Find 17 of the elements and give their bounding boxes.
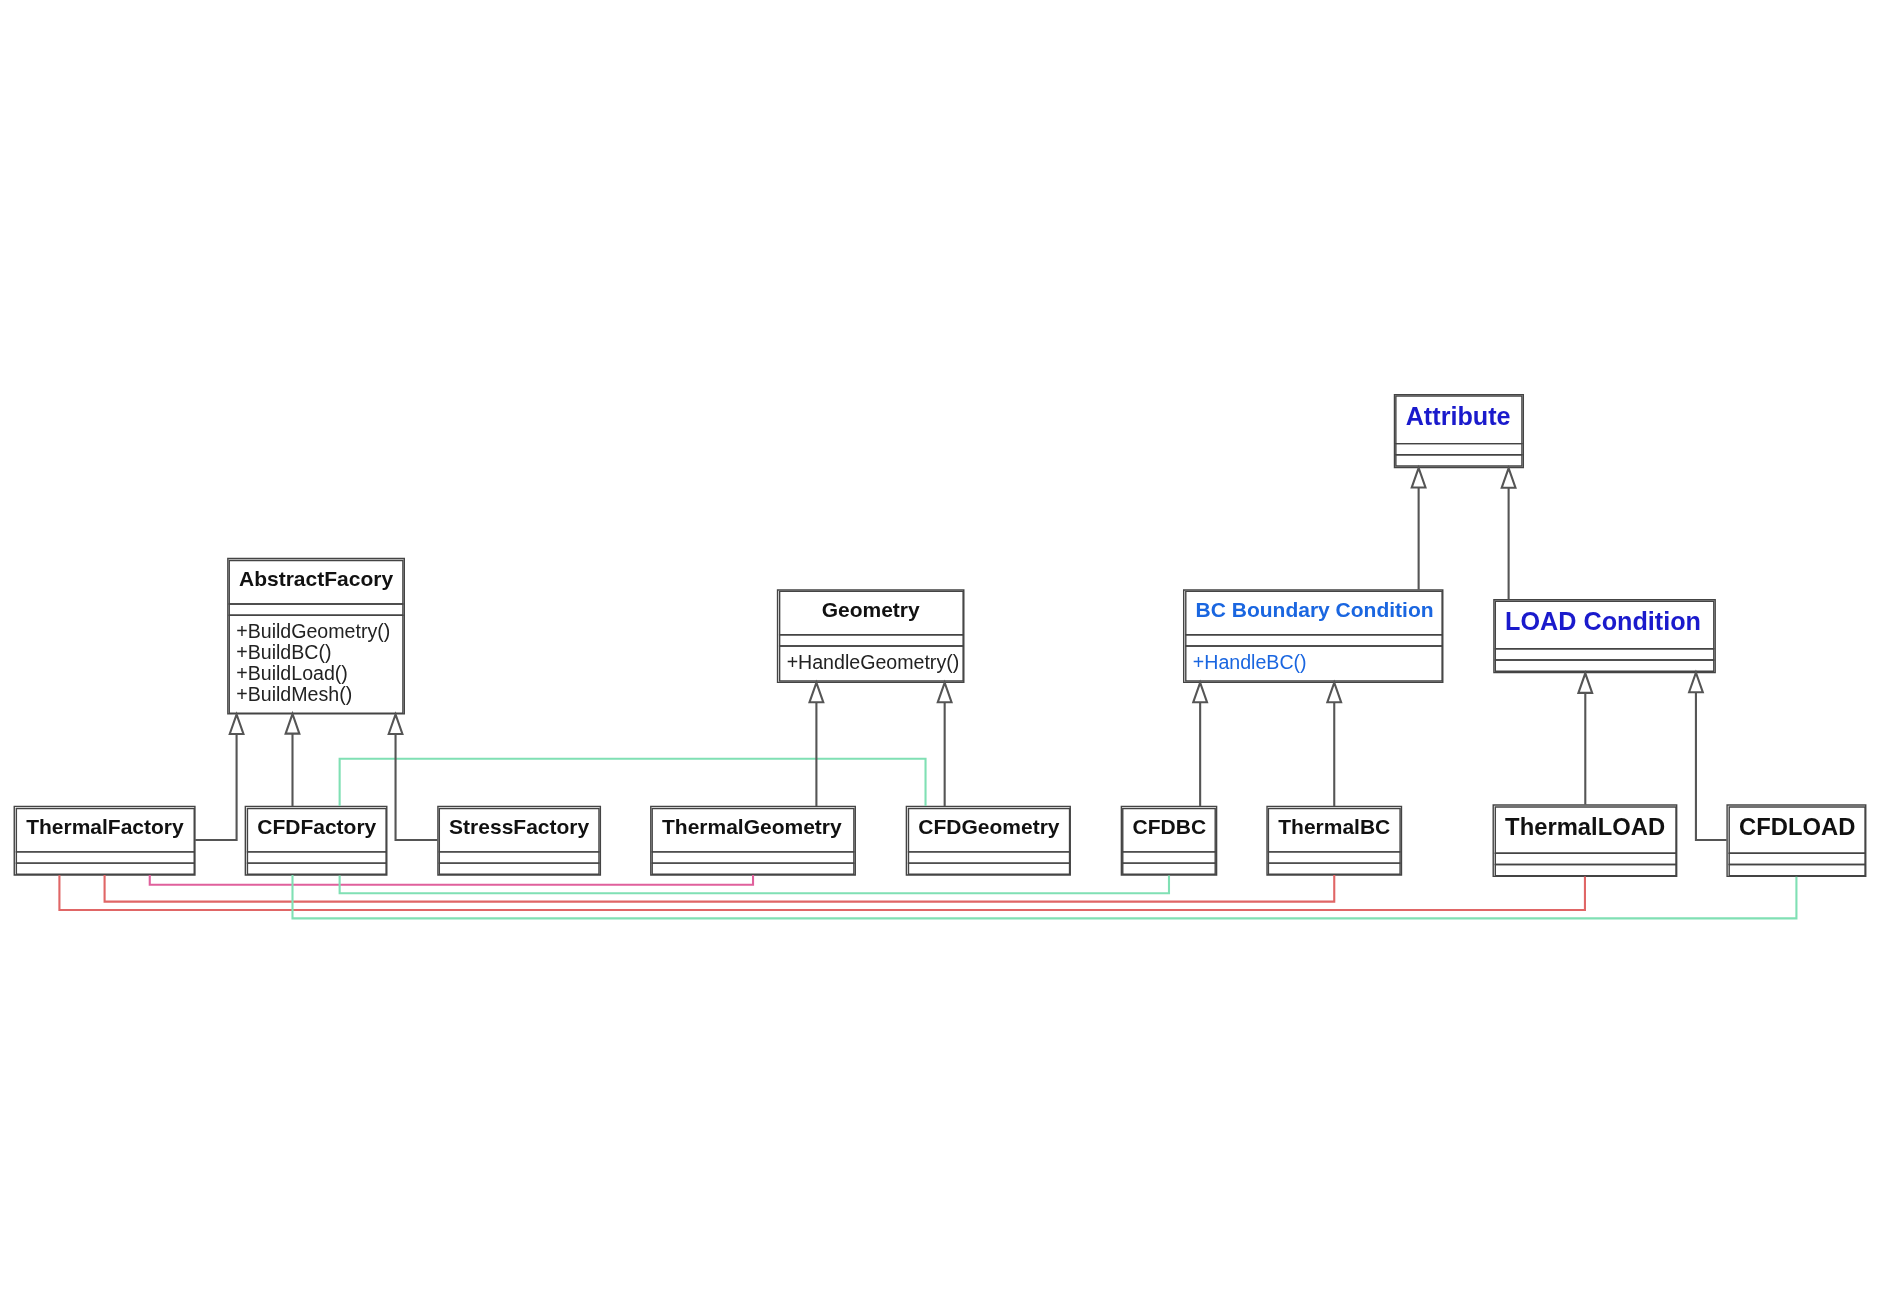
connector xyxy=(291,875,1798,920)
connector xyxy=(148,875,755,886)
arrow xyxy=(808,679,825,806)
arrow xyxy=(387,711,438,841)
connector xyxy=(338,757,927,806)
arrow xyxy=(1325,679,1343,806)
arrow xyxy=(195,711,245,841)
arrow xyxy=(936,679,953,806)
connector xyxy=(58,875,1586,912)
connector xyxy=(338,875,1171,895)
arrow xyxy=(1410,464,1427,590)
arrow xyxy=(1191,679,1209,806)
arrow xyxy=(1500,464,1517,600)
arrow xyxy=(1576,670,1594,805)
arrow xyxy=(284,710,301,806)
arrow xyxy=(1687,669,1727,841)
connector xyxy=(103,875,1336,903)
